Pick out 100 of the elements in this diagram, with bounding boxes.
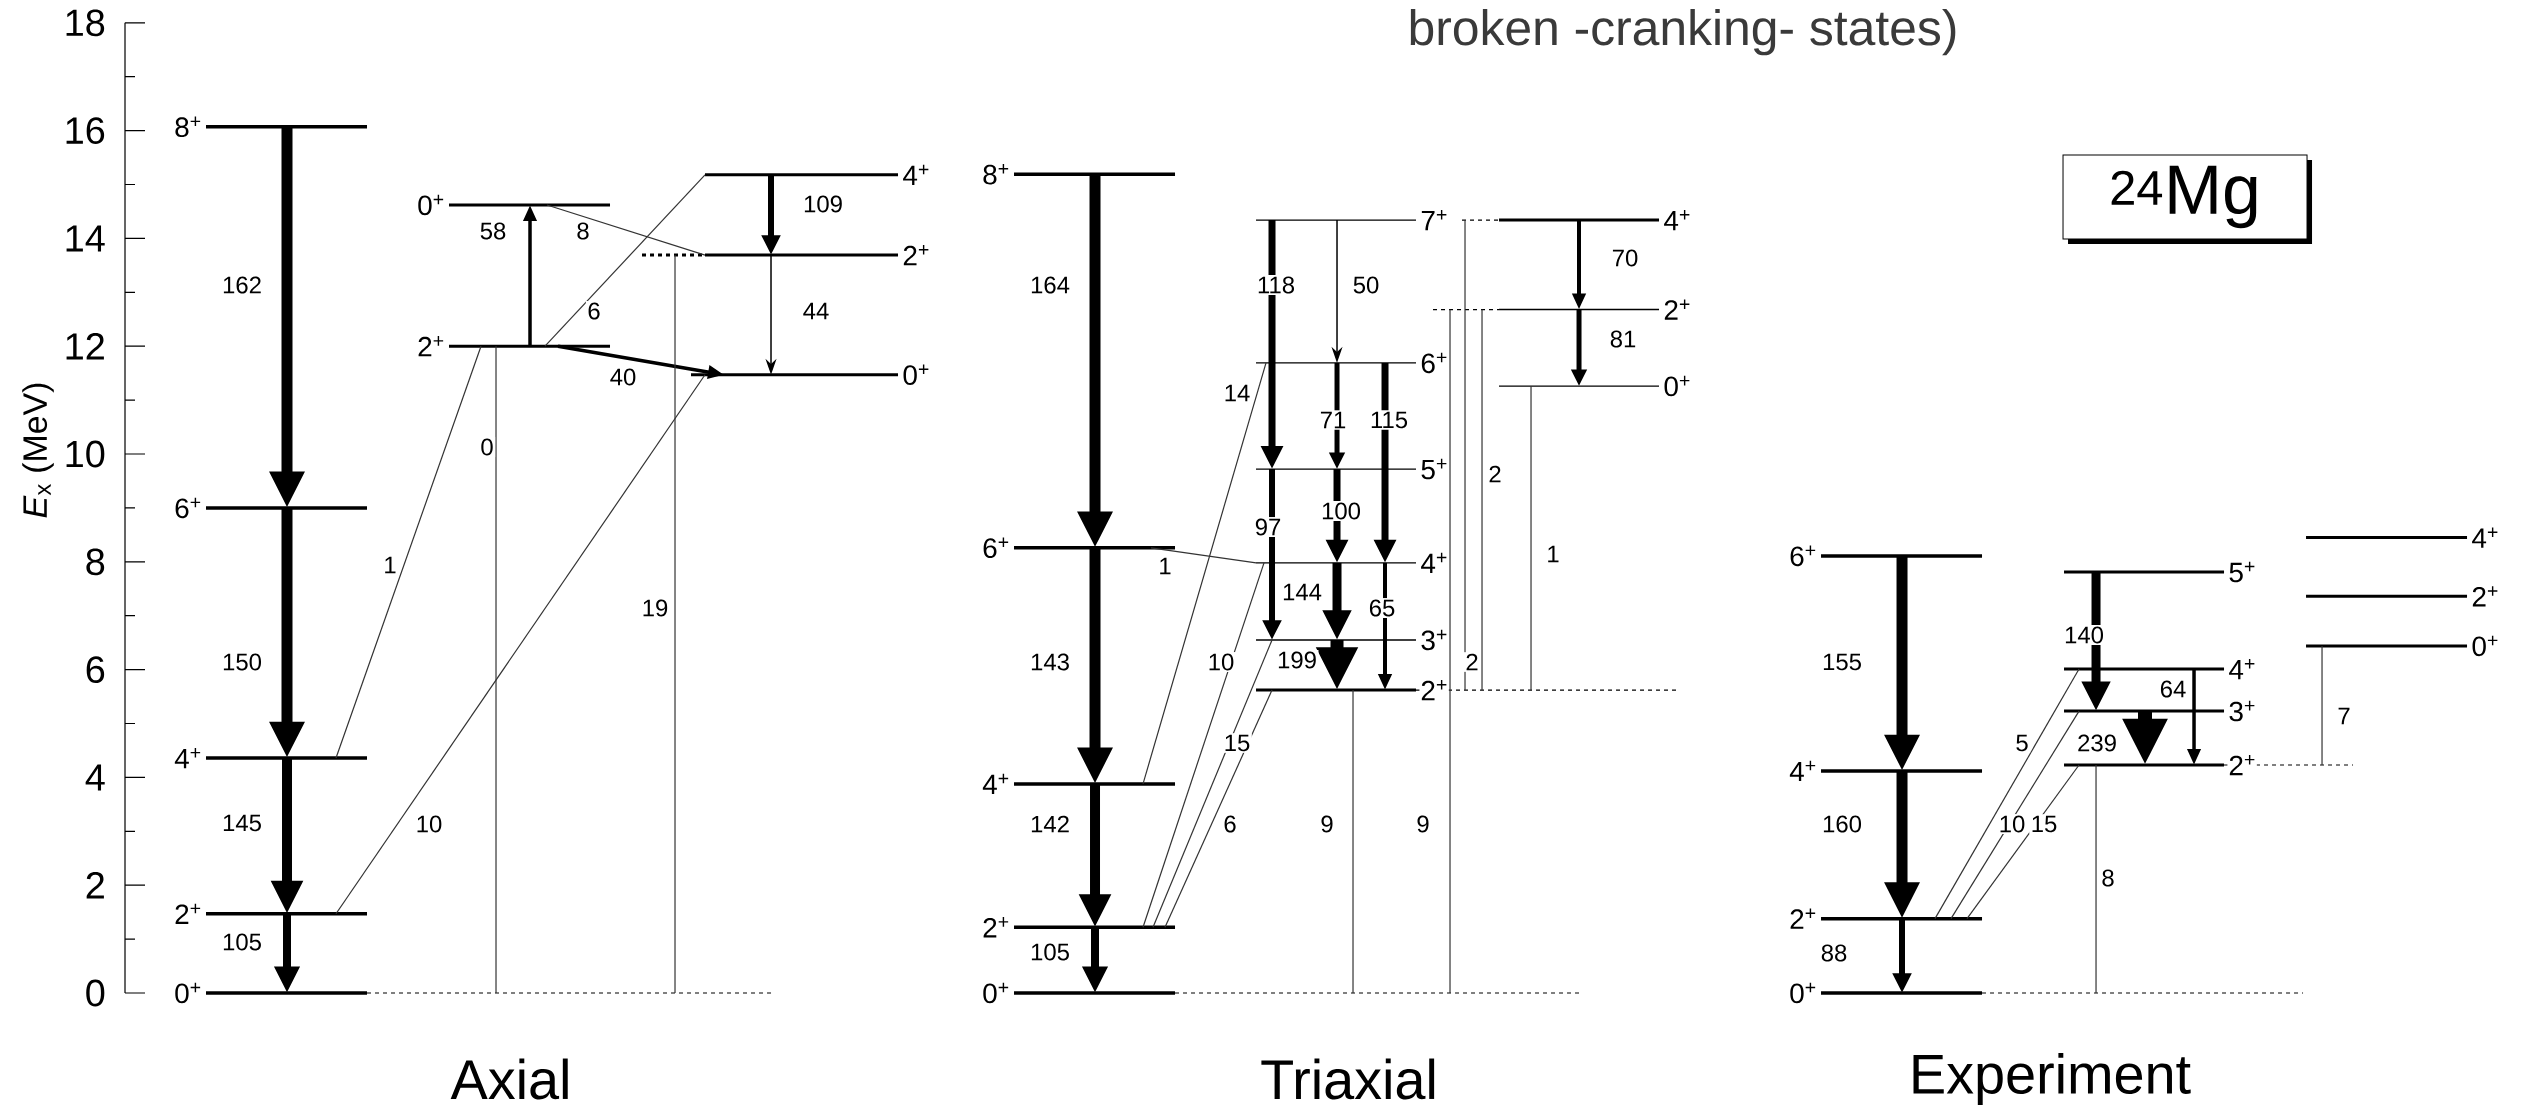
edge-label: 1 [381,555,399,575]
transition-line [1152,639,1273,928]
energy-level: 0$^{+}$ [981,981,1175,1005]
tick-label: 4 [85,764,105,791]
energy-level: 5$^{+}$ [1256,457,1449,481]
edge-label: 115 [1368,410,1410,430]
energy-level: 3$^{+}$ [1256,628,1449,652]
edge-label: 44 [801,301,831,321]
edge-label: 140 [2062,625,2106,645]
energy-level: 4$^{+}$ [1256,551,1449,574]
edge-label: 8 [2099,868,2117,888]
energy-level: 2$^{+}$ [173,902,367,925]
node-label: 0$^{+}$ [1664,375,1690,397]
title: broken -cranking- states) [1410,8,1956,56]
transition-line [1464,219,1466,691]
node-label: 4$^{+}$ [2229,658,2255,680]
energy-level: 4$^{+}$ [1788,759,1983,783]
edge-label: 58 [478,221,508,241]
energy-level: 5$^{+}$ [2064,560,2257,584]
edge-label: 2 [1463,652,1481,672]
edge-label: 199 [1275,650,1319,670]
energy-level: 4$^{+}$ [173,746,367,770]
panel-title: Triaxial [1261,1058,1435,1100]
edge-label: 50 [1351,275,1381,295]
edge-label: 6 [585,301,603,321]
node-label: 6$^{+}$ [175,497,201,519]
energy-level: 7$^{+}$ [1256,208,1449,232]
edge-label: 145 [220,813,264,833]
edge-label: 162 [220,275,264,295]
edge-label: 1 [1156,556,1174,576]
energy-level: 4$^{+}$ [705,163,931,186]
transition-line [544,174,706,347]
energy-level: 6$^{+}$ [1788,544,1983,568]
node-label: 3$^{+}$ [2229,700,2255,722]
node-label: 6$^{+}$ [1421,352,1447,374]
panel-title: Experiment [1913,1053,2191,1105]
energy-level: 6$^{+}$ [173,496,367,520]
node-label: 2$^{+}$ [2472,586,2498,607]
node-label: 2$^{+}$ [175,903,201,924]
tick-label: 16 [66,117,105,144]
transition-line [335,374,706,915]
edge-label: 64 [2158,679,2188,699]
node-label: 4$^{+}$ [174,747,201,769]
tick-label: 0 [86,979,105,1007]
node-label: 5$^{+}$ [2229,561,2255,583]
node-label: 4$^{+}$ [1789,760,1816,782]
edge-label: 40 [608,367,638,387]
node-label: 7$^{+}$ [1421,209,1447,231]
edge-label: 10 [1997,814,2027,834]
node-label: 2$^{+}$ [983,917,1009,938]
node-label: 0$^{+}$ [2472,635,2498,657]
edge-label: 144 [1280,582,1324,602]
transition-line [495,345,497,994]
edge-label: 70 [1610,248,1640,268]
transition-line [335,345,482,759]
nucleus-label-box: $^{24}$Mg [2062,154,2313,244]
tick-label: 2 [86,872,104,899]
energy-level: 4$^{+}$ [2306,526,2500,549]
edge-label: 19 [640,598,670,618]
energy-level: 0$^{+}$ [1499,374,1692,398]
energy-level: 8$^{+}$ [981,163,1175,186]
tick-label: 6 [86,656,105,683]
transition-line [546,204,706,256]
edge-label: 71 [1318,410,1348,430]
edge-label: 105 [1028,942,1072,962]
transition-line [1164,689,1273,928]
edge-label: 10 [414,814,444,834]
node-label: 5$^{+}$ [1421,458,1447,480]
energy-level: 2$^{+}$ [1499,298,1692,321]
tick-label: 10 [66,440,105,468]
edge-label: 155 [1820,652,1864,672]
node-label: 8$^{+}$ [983,164,1009,185]
edge-label: 10 [1206,652,1236,672]
tick-label: 8 [86,548,105,576]
energy-level: 0$^{+}$ [1788,981,1983,1005]
edge-label: 88 [1819,943,1849,963]
node-label: 6$^{+}$ [983,537,1009,559]
transition-line [1966,764,2080,920]
edge-label: 8 [574,221,592,241]
edge-label: 239 [2075,733,2119,753]
node-label: 6$^{+}$ [1790,545,1816,567]
energy-level: 0$^{+}$ [173,981,367,1005]
energy-level: 4$^{+}$ [981,772,1175,795]
edge-label: 7 [2335,706,2353,726]
tick-label: 12 [66,333,104,360]
energy-level: 0$^{+}$ [2306,634,2500,658]
node-label: 4$^{+}$ [982,773,1009,795]
energy-level: 8$^{+}$ [173,115,367,139]
node-label: 4$^{+}$ [2472,527,2498,548]
transition-line [2095,764,2097,994]
transition-line [1142,562,1265,928]
energy-level: 2$^{+}$ [981,916,1175,939]
edge-label: 1 [1544,544,1562,564]
edge-label: 160 [1820,814,1864,834]
transition-line [1481,308,1483,691]
energy-level: 2$^{+}$ [416,335,610,358]
edge-label: 100 [1319,501,1363,521]
transition-line [2321,645,2323,766]
edge-label: 6 [1221,814,1239,834]
transition-line [1449,308,1451,994]
